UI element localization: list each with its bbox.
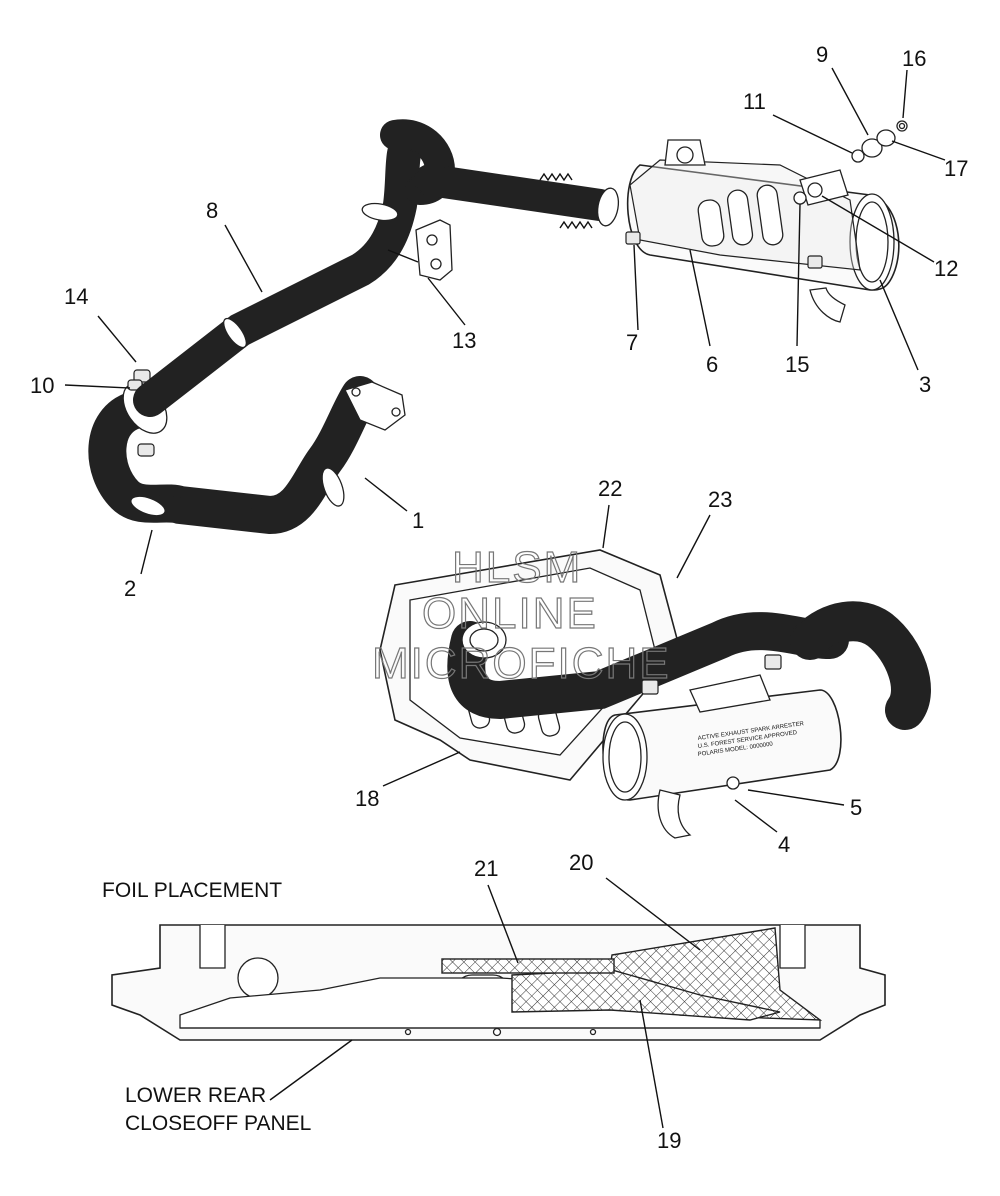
- caption-lower-rear-line1: LOWER REAR: [125, 1084, 266, 1107]
- foil-piece-19: [511, 969, 781, 1021]
- rubber-mount-bracket: [387, 219, 453, 281]
- muffler-with-heatshield: [625, 139, 900, 323]
- foil-piece-21: [441, 958, 615, 974]
- callout-17: 17: [944, 156, 968, 181]
- callout-16: 16: [902, 46, 926, 71]
- callout-20: 20: [569, 850, 593, 875]
- exhaust-head-pipe-flange: [344, 381, 406, 431]
- callout-22: 22: [598, 476, 622, 501]
- callout-21: 21: [474, 856, 498, 881]
- callout-23: 23: [708, 487, 732, 512]
- callout-10: 10: [30, 373, 54, 398]
- callout-12: 12: [934, 256, 958, 281]
- watermark: HLSM ONLINE MICROFICHE: [371, 542, 671, 688]
- callout-6: 6: [706, 352, 718, 377]
- callout-14: 14: [64, 284, 88, 309]
- callout-3: 3: [919, 372, 931, 397]
- callout-9: 9: [816, 42, 828, 67]
- callout-13: 13: [452, 328, 476, 353]
- callout-4: 4: [778, 832, 790, 857]
- lower-rear-closeoff-panel: [111, 924, 886, 1041]
- exhaust-pipe-mid: [133, 119, 620, 417]
- mounting-hardware: [793, 120, 908, 205]
- exploded-assembly: [88, 119, 908, 535]
- caption-foil-placement: FOIL PLACEMENT: [102, 879, 282, 902]
- callout-7: 7: [626, 330, 638, 355]
- callout-2: 2: [124, 576, 136, 601]
- callout-5: 5: [850, 795, 862, 820]
- callout-8: 8: [206, 198, 218, 223]
- assembled-view: ACTIVE EXHAUST SPARK ARRESTER U.S. FORES…: [379, 549, 931, 839]
- callouts: 1 2 3 4 5 6 7 8 9 10 11 12 13 14 15 16 1…: [30, 42, 968, 1153]
- caption-lower-rear-line2: CLOSEOFF PANEL: [125, 1112, 311, 1135]
- leader-lines: [64, 67, 946, 1129]
- callout-1: 1: [412, 508, 424, 533]
- callout-15: 15: [785, 352, 809, 377]
- watermark-line1: HLSM: [452, 543, 582, 592]
- watermark-line3: MICROFICHE: [372, 639, 671, 688]
- callout-19: 19: [657, 1128, 681, 1153]
- captions: FOIL PLACEMENT LOWER REAR CLOSEOFF PANEL: [102, 879, 311, 1135]
- callout-11: 11: [743, 89, 766, 114]
- watermark-line2: ONLINE: [422, 589, 598, 638]
- callout-18: 18: [355, 786, 379, 811]
